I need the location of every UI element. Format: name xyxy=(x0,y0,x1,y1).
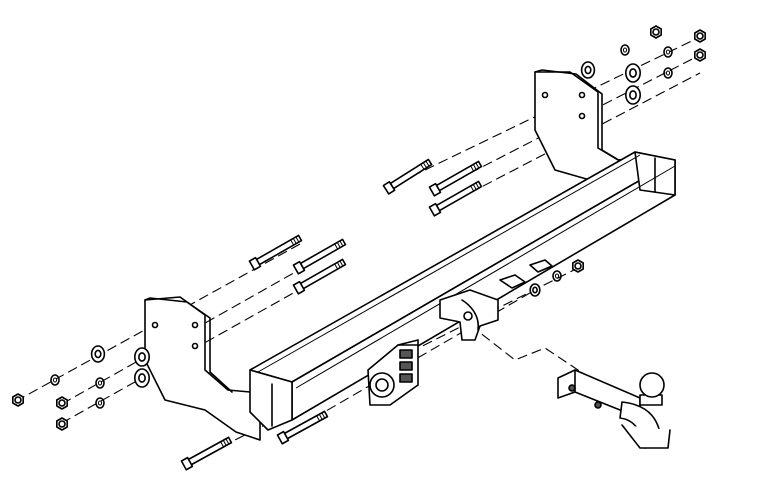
left-lockwasher-1 xyxy=(50,374,60,386)
right-nut-2 xyxy=(694,29,706,43)
left-washer-3 xyxy=(134,368,151,388)
bolts-group xyxy=(180,158,483,471)
right-bracket-bolt-3 xyxy=(428,180,483,217)
left-bracket-bolt-3 xyxy=(292,258,347,295)
left-lockwasher-3 xyxy=(95,397,105,409)
left-lockwasher-2 xyxy=(95,377,105,389)
right-lockwasher-2 xyxy=(663,46,673,58)
right-lockwasher-3 xyxy=(663,67,673,79)
right-bracket-bolt-1 xyxy=(382,158,433,195)
left-washer-2 xyxy=(134,347,151,367)
nuts-and-washers-group xyxy=(12,25,706,431)
bottom-bolt-2 xyxy=(276,410,329,445)
ball-mount-washer xyxy=(529,283,541,297)
tow-ball-mount xyxy=(557,369,671,449)
electric-socket-plate xyxy=(367,339,419,406)
left-bracket-bolt-1 xyxy=(248,234,303,271)
bottom-bolt-1 xyxy=(180,436,233,471)
right-lockwasher-1 xyxy=(620,44,630,56)
left-side-bracket xyxy=(144,296,261,441)
left-nut-3 xyxy=(56,417,68,431)
receiver-housing xyxy=(439,259,553,341)
left-nut-1 xyxy=(12,393,24,407)
right-bracket-bolt-2 xyxy=(428,160,483,197)
ball-mount-lockwasher xyxy=(552,270,562,282)
left-bracket-bolt-2 xyxy=(292,238,347,275)
left-washer-1 xyxy=(90,345,106,363)
right-nut-1 xyxy=(650,25,662,39)
right-washer-3 xyxy=(624,85,641,105)
right-washer-2 xyxy=(624,63,641,83)
left-nut-2 xyxy=(56,396,68,410)
right-washer-1 xyxy=(580,61,596,79)
ball-mount-nut xyxy=(572,259,584,273)
right-nut-3 xyxy=(694,48,706,62)
